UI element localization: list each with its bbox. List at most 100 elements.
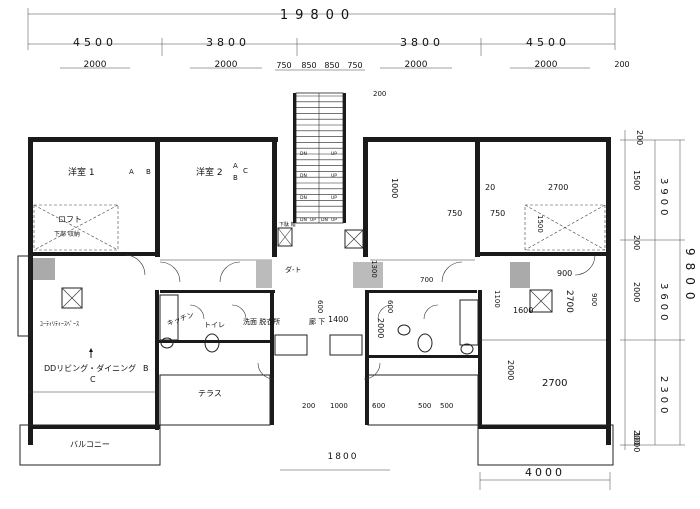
dim-4500-left: 4500 [73, 36, 117, 49]
detail-lines [17, 255, 614, 466]
label-balcony: バルコニー [70, 440, 110, 449]
label-washroom: 洗面 脱衣所 [243, 317, 280, 326]
bottom-dim-4000: 4000 [525, 466, 565, 479]
kitchen-counter [159, 294, 179, 341]
marker-b-2: B [233, 174, 238, 182]
label-western-room-1: 洋室 1 [68, 166, 95, 178]
marker-d-1: D [44, 364, 50, 373]
dim-3800-right: 3800 [400, 36, 444, 49]
fixtures [159, 294, 479, 356]
right-dim-1000: 1000 [632, 432, 641, 452]
top-dimensions: 19800 4500 3800 3800 4500 2000 2000 2000… [27, 8, 630, 71]
stair-dn-3: DN [300, 195, 307, 201]
dim-200-b: 200 [302, 402, 315, 410]
hatch-left [33, 258, 55, 280]
dim-700: 700 [420, 276, 433, 284]
dim-1400: 1400 [328, 315, 348, 324]
dim-4500-right: 4500 [526, 36, 570, 49]
stair-up-2: UP [331, 173, 337, 179]
dim-3800-left: 3800 [206, 36, 250, 49]
hatched-areas [33, 258, 530, 288]
window-2000-2: 2000 [215, 60, 238, 70]
label-corridor: 廊 下 [309, 317, 325, 326]
dim-600-b: 600 [386, 300, 394, 313]
dim-2000-a: 2000 [376, 318, 385, 338]
marker-a-1: A [129, 168, 134, 176]
stair-dn-5: DN [321, 217, 328, 223]
marker-b-1: B [146, 168, 151, 176]
dim-2000-b: 2000 [506, 360, 515, 380]
dim-2700-a: 2700 [548, 183, 568, 192]
marker-b-3: B [143, 364, 149, 373]
label-western-room-2: 洋室 2 [196, 166, 223, 178]
sink-mid-right [397, 324, 411, 336]
right-dim-200-a: 200 [635, 130, 644, 145]
tub-left [274, 334, 308, 356]
label-kitchen: キッチン [166, 311, 195, 328]
right-dim-200-b: 200 [632, 235, 641, 250]
orientation-markers: A B C A B D B C [44, 162, 248, 384]
label-loft: ロフト [58, 215, 82, 224]
dim-200-a: 200 [373, 90, 386, 98]
label-storage: ダ-ト [285, 265, 302, 274]
kitchen-counter-right [459, 299, 479, 346]
label-living-dining: Dリビング・ダイニング [50, 363, 136, 373]
stair-750-b: 750 [347, 61, 362, 70]
dim-1600: 1600 [513, 306, 533, 315]
stair-850-a: 850 [301, 61, 316, 70]
dim-1100: 1100 [493, 290, 501, 308]
right-dim-2000: 2000 [632, 282, 641, 302]
dim-500-a: 500 [418, 402, 431, 410]
dim-750-a: 750 [447, 209, 462, 218]
stair-850-b: 850 [324, 61, 339, 70]
bottom-dim-1800: 1800 [328, 452, 359, 462]
marker-c-1: C [243, 167, 248, 175]
right-dim-3600: 3600 [658, 283, 669, 324]
loft-areas [33, 204, 606, 251]
dim-1000-b: 1000 [330, 402, 348, 410]
marker-a-2: A [233, 162, 238, 170]
right-overall-9800: 9800 [683, 248, 697, 307]
label-toilet: トイレ [204, 321, 225, 329]
right-dim-2300: 2300 [658, 376, 669, 417]
hatch-right [510, 262, 530, 288]
dim-900-a: 900 [557, 269, 572, 278]
stair-up-4: UP [331, 217, 337, 223]
bottom-dimensions: 1800 4000 [280, 452, 611, 490]
label-loft-storage: 下部 収納 [54, 230, 80, 238]
room-labels: 洋室 1 洋室 2 ロフト 下部 収納 下駄 箱 ダ-ト ﾕｰﾃｨﾘﾃｨｰｽﾍﾟ… [40, 166, 325, 449]
stair-dn-4: DN [300, 217, 307, 223]
window-2000-1: 2000 [84, 60, 107, 70]
stair-dn-1: DN [300, 151, 307, 157]
right-dimensions: 200 1500 200 2000 200 1000 3900 3600 230… [620, 130, 697, 452]
stair-750-a: 750 [276, 61, 291, 70]
stair-up-1: UP [331, 151, 337, 157]
marker-c-3: C [90, 375, 96, 384]
dim-600-a: 600 [316, 300, 324, 313]
toilet-right [417, 333, 433, 353]
dim-20: 20 [485, 183, 495, 192]
hatch-center-left [256, 260, 272, 288]
window-2000-3: 2000 [405, 60, 428, 70]
stair-treads [296, 95, 343, 219]
dim-2700-c: 2700 [542, 378, 567, 389]
stair-up-5: UP [310, 217, 316, 223]
dim-200-top: 200 [614, 60, 629, 69]
stair-dn-2: DN [300, 173, 307, 179]
overall-width-dim: 19800 [280, 8, 356, 23]
label-utility-space: ﾕｰﾃｨﾘﾃｨｰｽﾍﾟｰｽ [40, 321, 79, 328]
dim-600-c: 600 [372, 402, 385, 410]
sink-right [460, 343, 474, 355]
dim-1000: 1000 [390, 178, 399, 198]
interior-dimensions: 1000 750 750 1500 20 2700 900 900 2700 2… [302, 90, 598, 410]
sink-left [160, 337, 174, 349]
door-swings [124, 254, 596, 380]
dim-500-b: 500 [440, 402, 453, 410]
right-dim-200-c: 200 [632, 430, 641, 445]
tub-right [329, 334, 363, 356]
dim-900-b: 900 [590, 293, 598, 306]
dim-1300: 1300 [370, 260, 378, 278]
stair-up-3: UP [331, 195, 337, 201]
staircase: DN DN DN DN DN UP UP UP UP UP [295, 92, 344, 224]
